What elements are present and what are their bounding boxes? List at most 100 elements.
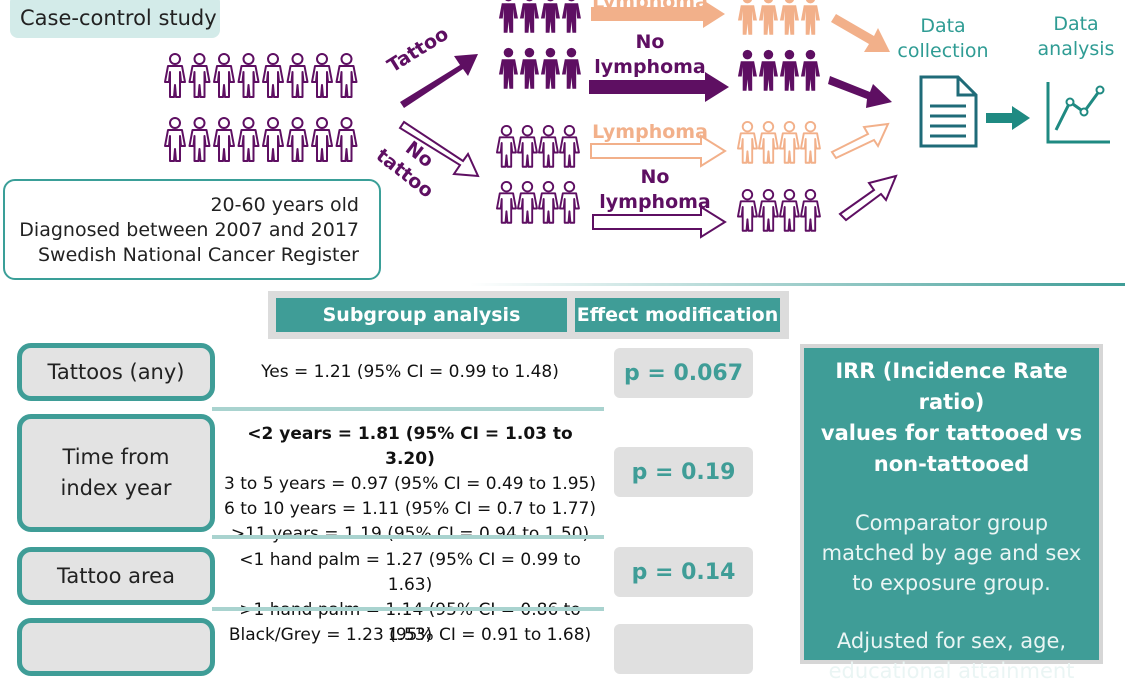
- irr-text-line-3: to exposure group.: [852, 571, 1051, 595]
- study-type-label: Case-control study: [10, 0, 220, 38]
- person-icon: [188, 117, 211, 162]
- person-icon: [335, 117, 358, 162]
- person-icon: [538, 124, 559, 168]
- person-icon: [758, 49, 778, 91]
- inclusion-criteria-box: 20-60 years old Diagnosed between 2007 a…: [3, 179, 381, 280]
- branch-arrows: [398, 54, 480, 178]
- person-icon: [311, 117, 333, 162]
- person-icon: [737, 120, 758, 164]
- person-icon: [800, 49, 820, 91]
- criteria-register: Swedish National Cancer Register: [38, 244, 359, 266]
- person-icon: [164, 53, 186, 98]
- lymphoma-bottom-arrow-icon: [590, 134, 727, 168]
- document-icon: [919, 75, 978, 148]
- lymphoma-tattoo-people-icon: [737, 0, 820, 35]
- irr-text-line-1: Comparator group: [854, 511, 1049, 535]
- p-value-time-from-index-year: p = 0.19: [614, 447, 753, 497]
- person-icon: [540, 0, 560, 33]
- irr-info-box: IRR (Incidence Rate ratio) values for ta…: [800, 344, 1103, 683]
- person-icon: [758, 120, 779, 164]
- to-collection-arrow-3-icon: [830, 122, 890, 160]
- person-icon: [311, 53, 333, 98]
- person-icon: [540, 47, 560, 89]
- data-collection-label-2: collection: [897, 40, 989, 62]
- person-icon: [561, 0, 581, 33]
- person-icon: [213, 53, 235, 98]
- value-line: Yes = 1.21 (95% CI = 0.99 to 1.48): [261, 362, 559, 382]
- section-divider: [470, 283, 1125, 286]
- irr-title-line-3: non-tattooed: [873, 452, 1030, 476]
- person-icon: [519, 47, 539, 89]
- person-icon: [237, 53, 260, 98]
- subgroup-analysis-header: Subgroup analysis: [276, 298, 567, 332]
- tattoo-group-people-icon: [498, 0, 581, 89]
- person-icon: [779, 188, 800, 232]
- row-label-line-2: index year: [60, 476, 172, 500]
- criteria-diagnosis-years: Diagnosed between 2007 and 2017: [19, 219, 359, 241]
- no-lymphoma-bottom-label-2: lymphoma: [599, 191, 711, 213]
- person-icon: [188, 53, 211, 98]
- person-icon: [496, 124, 517, 168]
- person-icon: [559, 180, 580, 224]
- irr-title-line-1: IRR (Incidence Rate ratio): [835, 359, 1068, 414]
- tattoo-arrow-icon: [400, 54, 478, 108]
- person-icon: [517, 124, 538, 168]
- irr-title-line-2: values for tattooed vs: [820, 421, 1083, 445]
- row-separator: [212, 535, 604, 539]
- to-analysis-arrow-icon: [986, 106, 1030, 130]
- p-value-tattoo-area: p = 0.14: [614, 547, 753, 597]
- person-icon: [737, 49, 757, 91]
- person-icon: [286, 117, 309, 162]
- no-lymphoma-bottom-arrow-icon: [592, 205, 727, 239]
- person-icon: [800, 188, 821, 232]
- person-icon: [286, 53, 309, 98]
- person-icon: [164, 117, 186, 162]
- data-analysis-label-1: Data: [1053, 13, 1099, 35]
- row-values-time-from-index-year: <2 years = 1.81 (95% CI = 1.03 to 3.20) …: [220, 422, 600, 547]
- no-tattoo-group-people-icon: [496, 124, 580, 224]
- person-icon: [758, 0, 778, 35]
- person-icon: [498, 47, 518, 89]
- no-lymphoma-top-label-1: No: [635, 31, 665, 53]
- row-label-tattoos-any: Tattoos (any): [17, 343, 215, 401]
- person-icon: [538, 180, 559, 224]
- lymphoma-top-label: Lymphoma: [592, 0, 708, 13]
- row-label-tattoo-area: Tattoo area: [17, 547, 215, 605]
- lymphoma-no-tattoo-people-icon: [737, 120, 821, 164]
- irr-text-line-4: Adjusted for sex, age,: [836, 629, 1067, 653]
- irr-text-line-2: matched by age and sex: [821, 541, 1082, 565]
- row-values-tattoos-any: Yes = 1.21 (95% CI = 0.99 to 1.48): [220, 360, 600, 385]
- person-icon: [779, 49, 799, 91]
- no-lymphoma-bottom-label-1: No: [640, 166, 670, 188]
- row-label-time-from-index-year: Time from index year: [17, 414, 215, 532]
- row-separator: [212, 607, 604, 611]
- person-icon: [779, 120, 800, 164]
- p-value-tattoo-colour: [614, 624, 753, 674]
- row-label-line-1: Time from: [62, 445, 170, 469]
- person-icon: [262, 53, 284, 98]
- data-collection-label-1: Data: [920, 15, 966, 37]
- lymphoma-bottom-label: Lymphoma: [592, 121, 708, 143]
- value-line: <1 hand palm = 1.27 (95% CI = 0.99 to 1.…: [239, 550, 581, 595]
- person-icon: [496, 180, 517, 224]
- no-lymphoma-top-arrow-icon: [589, 72, 729, 102]
- irr-text-line-5: educational attainment: [828, 659, 1075, 683]
- person-icon: [335, 53, 358, 98]
- person-icon: [758, 188, 779, 232]
- outcome-arrows: [589, 0, 729, 239]
- collection-arrows: [828, 14, 898, 222]
- no-lymphoma-top-label-2: lymphoma: [594, 56, 706, 78]
- to-collection-arrow-1-icon: [831, 14, 890, 52]
- to-collection-arrow-2-icon: [828, 76, 892, 108]
- person-icon: [498, 0, 518, 33]
- value-line: >11 years = 1.19 (95% CI = 0.94 to 1.50): [230, 524, 590, 544]
- person-icon: [800, 120, 821, 164]
- person-icon: [737, 0, 757, 35]
- no-lymphoma-tattoo-people-icon: [737, 49, 820, 91]
- person-icon: [517, 180, 538, 224]
- row-label-tattoo-colour: [17, 618, 215, 676]
- value-line: 3 to 5 years = 0.97 (95% CI = 0.49 to 1.…: [224, 474, 596, 494]
- person-icon: [561, 47, 581, 89]
- person-icon: [559, 124, 580, 168]
- row-separator: [212, 407, 604, 411]
